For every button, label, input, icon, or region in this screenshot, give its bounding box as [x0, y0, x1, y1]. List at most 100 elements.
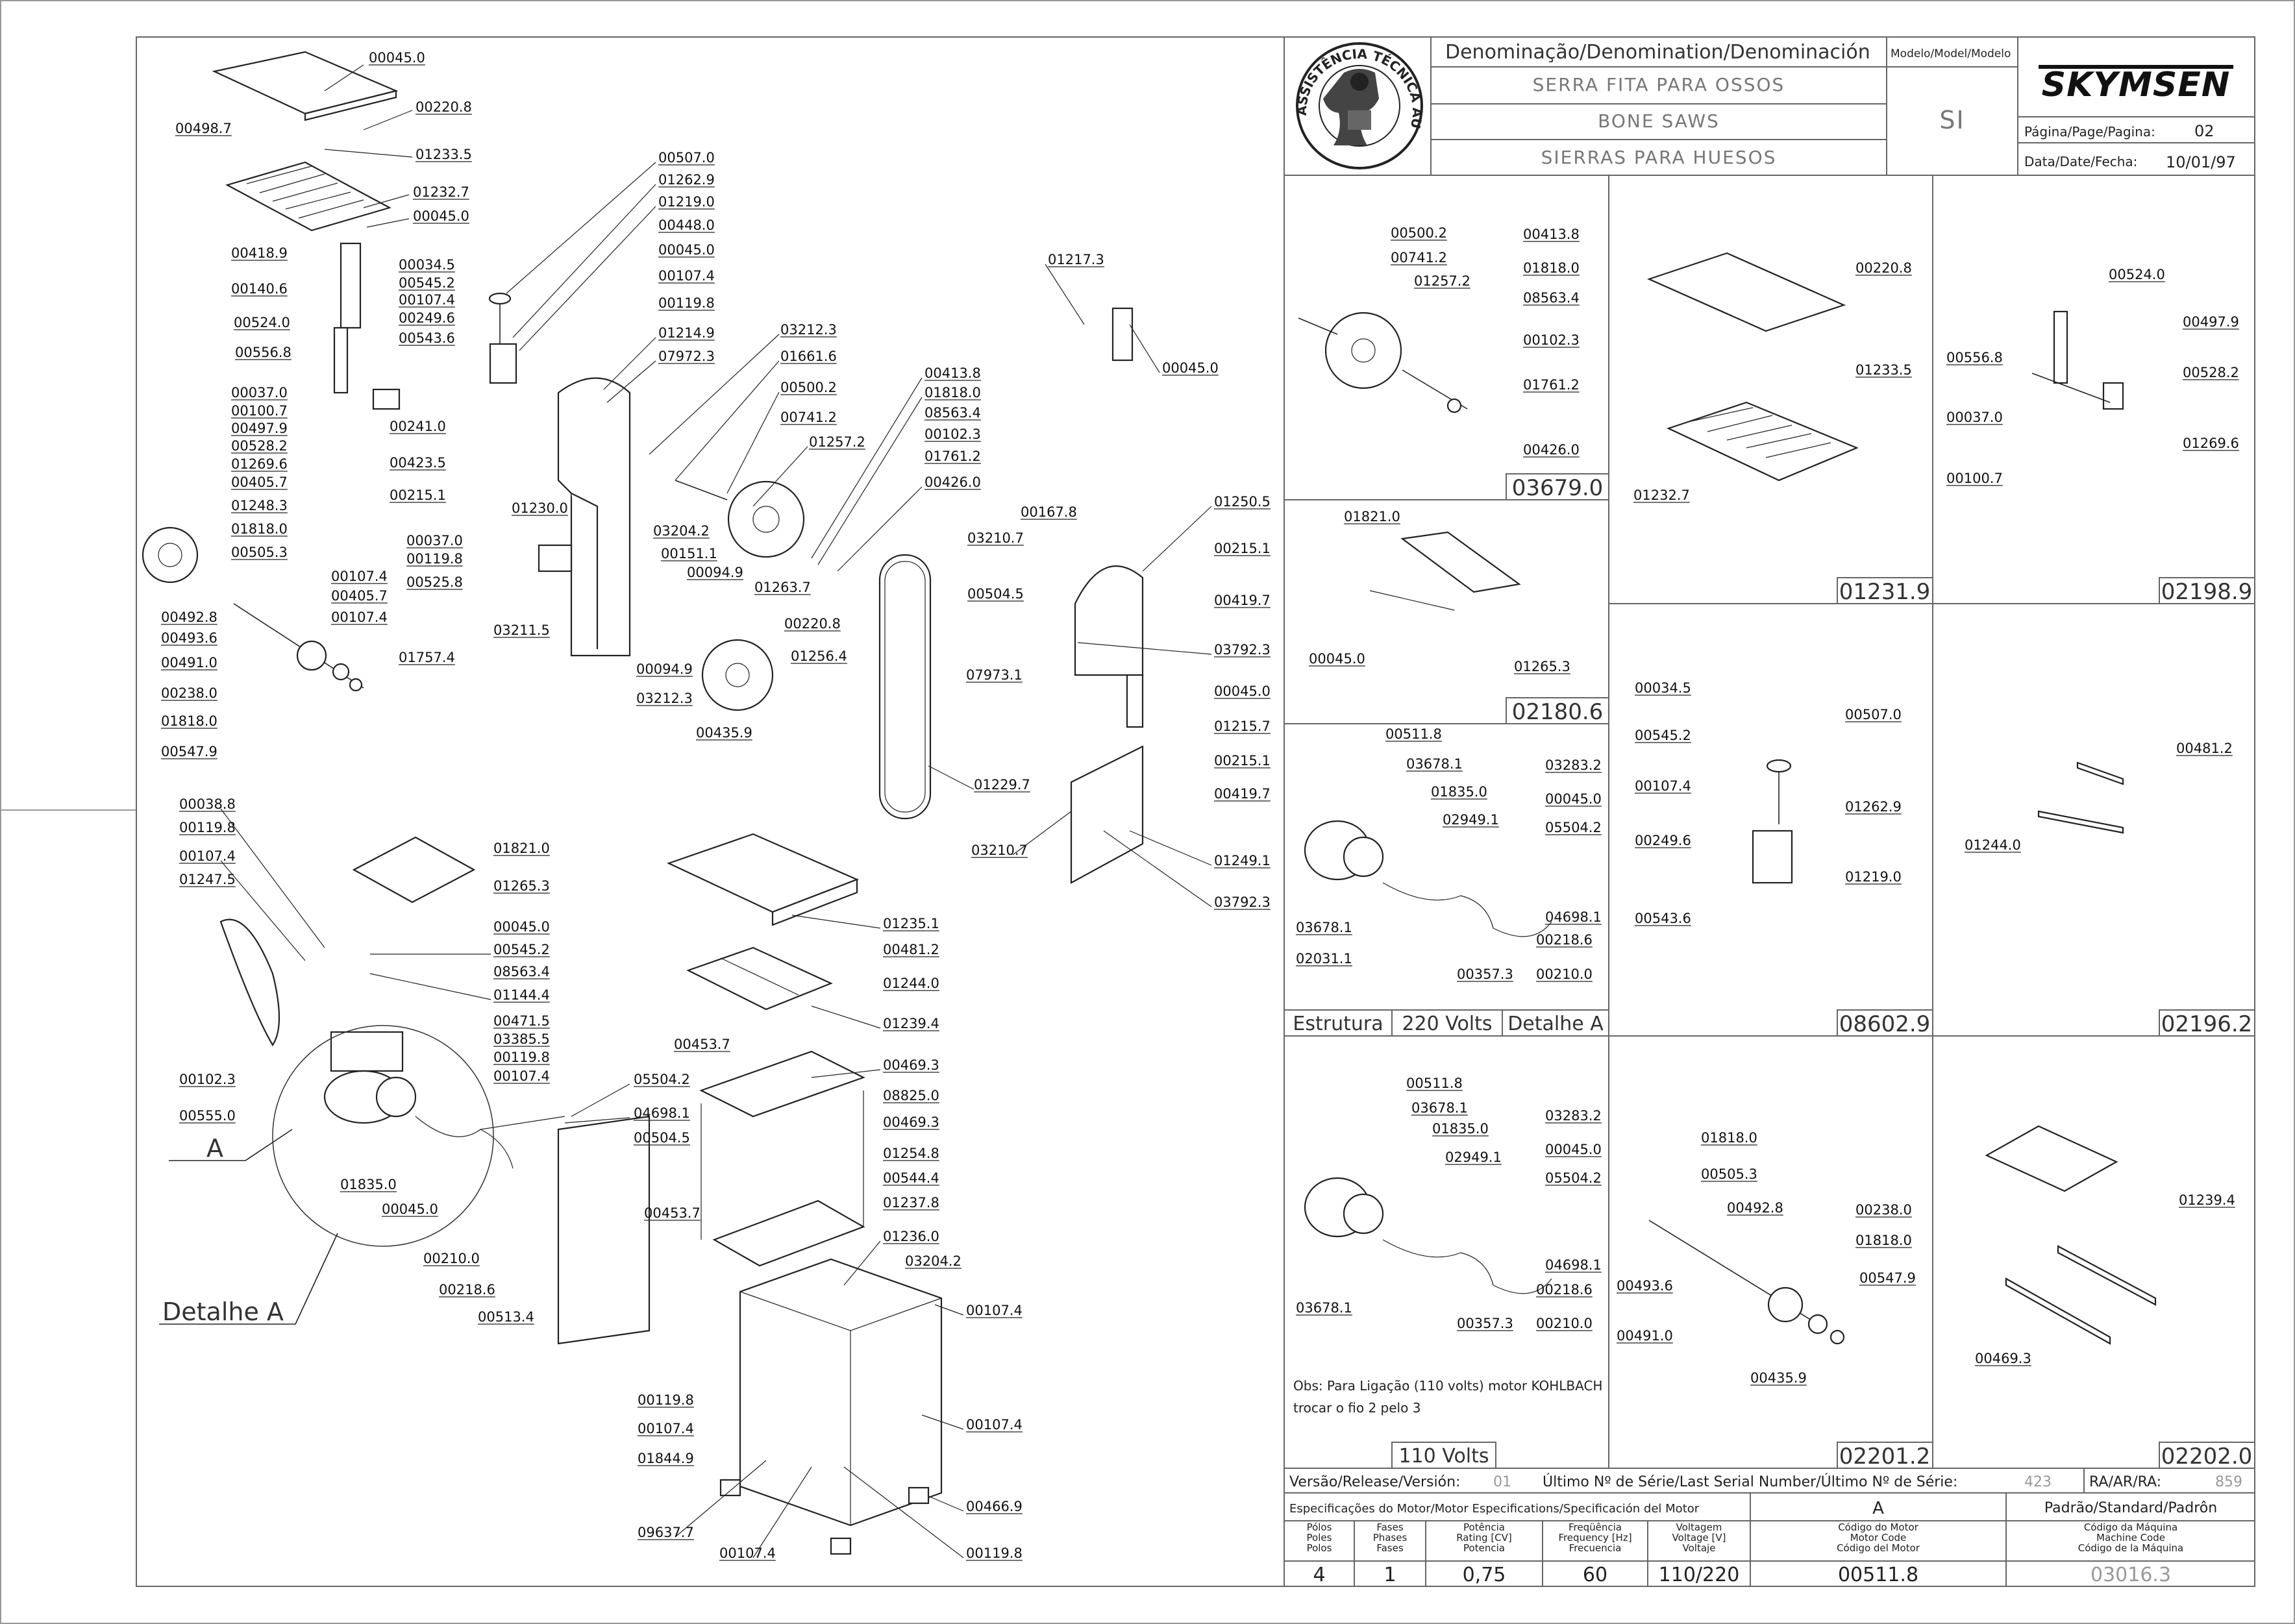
knob-drawing — [488, 292, 512, 305]
svg-text:110/220: 110/220 — [1659, 1564, 1740, 1586]
part-label: 01217.3 — [1048, 252, 1104, 267]
panel-part-label: 04698.1 — [1545, 909, 1602, 925]
part-label: 00045.0 — [658, 242, 715, 258]
lower-door-drawing — [1070, 745, 1144, 884]
panel-part-label: 00500.2 — [1391, 225, 1447, 241]
part-label: 00504.5 — [967, 586, 1024, 602]
part-label: 00107.4 — [331, 569, 388, 584]
serial-label: Último Nº de Série/Last Serial Number/Úl… — [1543, 1473, 1957, 1490]
cabinet-drawing — [739, 1258, 943, 1527]
part-label: 01237.8 — [883, 1195, 939, 1211]
motor-spec-headers: Pólos Poles Polos Fases Phases Fases Pot… — [1307, 1521, 2184, 1554]
part-label: 00210.0 — [423, 1251, 480, 1266]
left-upper-wheel-drawing — [142, 526, 199, 584]
panel-part-label: 00357.3 — [1457, 1316, 1513, 1331]
svg-text:4: 4 — [1313, 1564, 1325, 1586]
part-label: 04698.1 — [634, 1105, 690, 1121]
part-label: 01236.0 — [883, 1229, 939, 1244]
panel-part-label: 00741.2 — [1391, 250, 1447, 265]
part-label: 01818.0 — [924, 385, 981, 400]
name-portuguese: SERRA FITA PARA OSSOS — [1533, 74, 1785, 95]
panel4-plate-drawing — [1400, 531, 1521, 593]
part-label: 01835.0 — [340, 1177, 397, 1192]
panel-part-label: 00045.0 — [1309, 651, 1365, 667]
part-label: 00524.0 — [234, 315, 290, 330]
part-label: 00238.0 — [161, 685, 217, 701]
part-label: 01244.0 — [883, 976, 939, 991]
part-label: 00215.1 — [1214, 541, 1271, 556]
part-label: 07972.3 — [658, 349, 715, 364]
part-label: 01239.4 — [883, 1016, 939, 1031]
date-label: Data/Date/Fecha: — [2024, 154, 2137, 169]
seal-text: ASSISTÊNCIA TÉCNICA AUTORIZADA — [0, 0, 1425, 130]
upper-cover-drawing — [1074, 565, 1144, 676]
brand-logo: SKYMSEN — [2039, 65, 2233, 105]
motor-mount-drawing — [330, 1031, 404, 1072]
part-label: 00045.0 — [1162, 360, 1219, 376]
panel1-wheel-drawing — [1324, 312, 1402, 389]
panel-part-label: 03283.2 — [1545, 1108, 1602, 1124]
svg-text:1: 1 — [1383, 1564, 1396, 1586]
part-label: 00107.4 — [658, 268, 715, 284]
panel-part-label: 00107.4 — [1635, 778, 1691, 794]
panel-part-label: 00426.0 — [1523, 442, 1580, 458]
part-label: 00218.6 — [439, 1282, 495, 1298]
part-label: 00119.8 — [493, 1050, 550, 1065]
panel-part-label: 08563.4 — [1523, 290, 1580, 306]
panel-part-label: 00505.3 — [1701, 1166, 1757, 1182]
detail-a-label: Detalhe A — [162, 1298, 284, 1326]
upper-wheel-drawing — [727, 480, 805, 558]
panel-part-label: 02949.1 — [1445, 1150, 1502, 1165]
date-value: 10/01/97 — [2166, 153, 2236, 171]
part-label: 00491.0 — [161, 655, 217, 671]
panel-part-label: 05504.2 — [1545, 1170, 1602, 1186]
part-label: 00038.8 — [179, 796, 236, 812]
panel-number-3: 02198.9 — [2161, 579, 2253, 605]
part-label: 00102.3 — [179, 1072, 236, 1087]
part-label: 00418.9 — [231, 245, 288, 261]
svg-text:0,75: 0,75 — [1463, 1564, 1506, 1586]
panel-number-9: 02201.2 — [1839, 1444, 1931, 1470]
panel-part-label: 00469.3 — [1975, 1351, 2031, 1366]
motor-spec-label: Especificações do Motor/Motor Especifica… — [1289, 1502, 1700, 1516]
panel-part-label: 00545.2 — [1635, 728, 1691, 743]
part-label: 00037.0 — [406, 533, 463, 548]
panel-part-label: 00543.6 — [1635, 911, 1691, 926]
part-label: 01265.3 — [493, 878, 550, 894]
panel-part-label: 00511.8 — [1385, 726, 1442, 742]
part-label: 00045.0 — [369, 50, 425, 66]
svg-text:Código del Motor: Código del Motor — [1837, 1542, 1920, 1554]
panel-part-label: 00435.9 — [1750, 1370, 1807, 1386]
part-label: 00492.8 — [161, 609, 217, 625]
panel-part-label: 04698.1 — [1545, 1257, 1602, 1273]
panel-part-label: 00249.6 — [1635, 833, 1691, 848]
part-label: 01219.0 — [658, 194, 715, 210]
part-label: 01818.0 — [231, 521, 288, 537]
part-label: 00094.9 — [636, 661, 693, 677]
part-label: 00220.8 — [784, 616, 841, 632]
panel-part-label: 00491.0 — [1617, 1328, 1673, 1344]
panel-part-label: 00037.0 — [1946, 410, 2003, 425]
part-label: 00413.8 — [924, 365, 981, 381]
panel-part-label: 01821.0 — [1344, 509, 1400, 524]
part-label: 00481.2 — [883, 942, 939, 957]
part-label: 01757.4 — [399, 650, 455, 665]
part-label: 08563.4 — [493, 964, 550, 979]
part-label: 00507.0 — [658, 150, 715, 166]
panel-part-label: 01239.4 — [2179, 1192, 2235, 1208]
part-label: 00107.4 — [331, 609, 388, 625]
part-label: 00045.0 — [413, 208, 469, 224]
panel-part-label: 00045.0 — [1545, 1142, 1602, 1157]
standard-label: Padrão/Standard/Padrôn — [2044, 1500, 2217, 1516]
part-label: 01821.0 — [493, 841, 550, 856]
part-label: 00119.8 — [638, 1392, 694, 1408]
part-label: 03212.3 — [636, 691, 693, 706]
svg-text:SKYMSEN: SKYMSEN — [2042, 66, 2231, 105]
part-label: 00466.9 — [966, 1499, 1023, 1514]
panel-part-label: 00547.9 — [1859, 1270, 1916, 1286]
svg-text:Rating [CV]: Rating [CV] — [1456, 1532, 1512, 1544]
panel9-hub-drawing — [1767, 1286, 1804, 1323]
svg-text:Potência: Potência — [1463, 1521, 1505, 1533]
part-label: 00556.8 — [235, 345, 292, 360]
svg-text:Pólos: Pólos — [1307, 1521, 1332, 1533]
